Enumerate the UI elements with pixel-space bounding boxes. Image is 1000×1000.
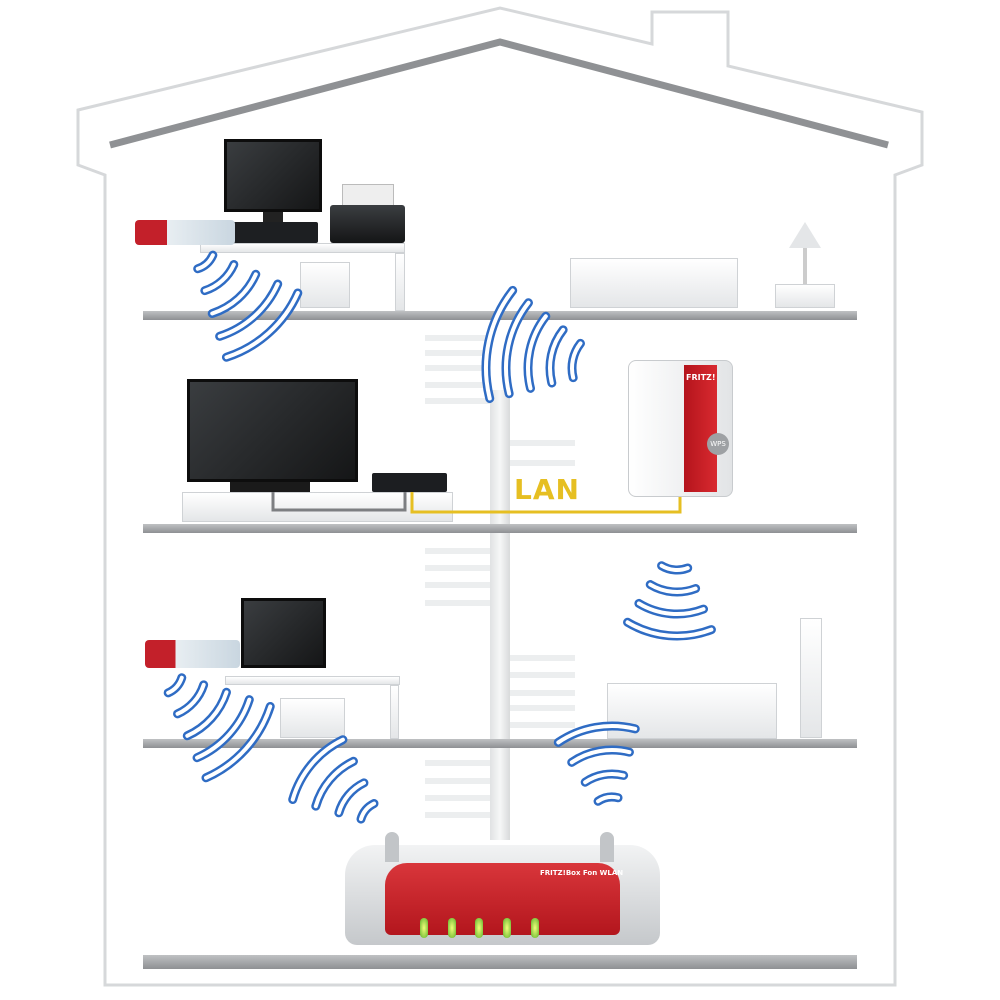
led-power [420,918,428,938]
stair-step [510,705,575,711]
stair-step [425,795,490,801]
wifi-wave-arc [484,288,515,401]
laptop-screen [241,598,326,668]
stair-step [510,690,575,696]
stair-step [425,600,490,606]
wifi-wave-arc [336,780,366,815]
stair-step [425,565,490,571]
stair-step [425,548,490,554]
wifi-wave-arc [166,675,184,695]
led-internet [475,918,483,938]
wifi-wave-arc [583,772,626,785]
wifi-wave-arc [217,282,280,339]
stair-step [425,365,490,371]
stair-step [510,440,575,446]
wifi-wave-arc [504,300,531,396]
lamp [775,222,835,308]
wifi-wave-arc [570,341,583,380]
desk-leg [395,253,405,311]
monitor-stand [263,212,283,222]
repeater-logo: FRITZ! [686,373,716,382]
stair-step [425,335,490,341]
staircase [490,390,510,840]
wifi-wave-arc [202,262,236,293]
tv-cable [271,492,407,512]
desk-drawer [300,262,350,308]
desk-drawer [280,698,345,738]
stair-step [425,382,490,388]
floor-shelf-lower [143,739,857,748]
printer [330,205,405,243]
wifi-wave-arc [596,795,621,804]
floor-shelf-middle [143,524,857,533]
router-logo: FRITZ!Box Fon WLAN [540,869,624,877]
wifi-wave-arc [659,563,690,572]
wifi-wave-arc [185,690,229,738]
speaker [800,618,822,738]
wifi-wave-arc [173,680,209,719]
stair-step [425,778,490,784]
desktop-pc [230,222,318,243]
stair-step [425,582,490,588]
desk-leg [390,685,399,739]
wifi-wave-arc [313,759,356,809]
wifi-wave-arc [648,582,698,594]
wifi-wave-arc [636,601,706,616]
usb-wlan-stick [135,220,235,245]
lan-cable [410,492,682,514]
wifi-wave-arc [210,272,258,316]
router-antenna-left [385,832,399,862]
set-top-box [372,473,447,492]
stair-step [510,672,575,678]
wps-button[interactable]: WPS [707,433,729,455]
roof-line [109,38,889,149]
lan-label: LAN [514,473,580,506]
desk-lower [225,676,400,685]
wlan-repeater: FRITZ! WPS [628,360,733,497]
wifi-wave-arc [195,253,215,271]
wifi-wave-arc [290,737,345,802]
led-festnetz [448,918,456,938]
desktop-monitor [224,139,322,212]
stair-step [510,655,575,661]
stair-step [425,812,490,818]
stair-step [510,460,575,466]
floor-ground [143,955,857,969]
fritzbox-router: FRITZ!Box Fon WLAN [345,845,660,945]
stair-step [425,760,490,766]
desk-top [200,243,405,253]
usb-wlan-stick-lower [145,640,240,668]
bed [570,258,738,308]
stair-step [425,350,490,356]
router-antenna-right [600,832,614,862]
wifi-wave-arc [625,620,714,638]
led-wlan [503,918,511,938]
wifi-wave-arc [526,314,548,391]
tv-cabinet [182,492,453,522]
wifi-wave-arc [569,748,632,765]
stair-step [425,398,490,404]
led-info [531,918,539,938]
wifi-wave-arc [203,704,273,780]
wifi-wave-arc [358,801,377,822]
wifi-wave-arc [195,697,252,760]
television [187,379,358,482]
wifi-wave-arc [548,327,566,385]
stair-step [510,722,575,728]
wifi-wave-arc [556,724,638,745]
wifi-wave-arc [334,778,369,818]
tv-stand [230,482,310,492]
wifi-wave-arc [224,290,300,360]
wifi-wave-arc [175,682,206,716]
wifi-wave-arc [200,260,239,296]
